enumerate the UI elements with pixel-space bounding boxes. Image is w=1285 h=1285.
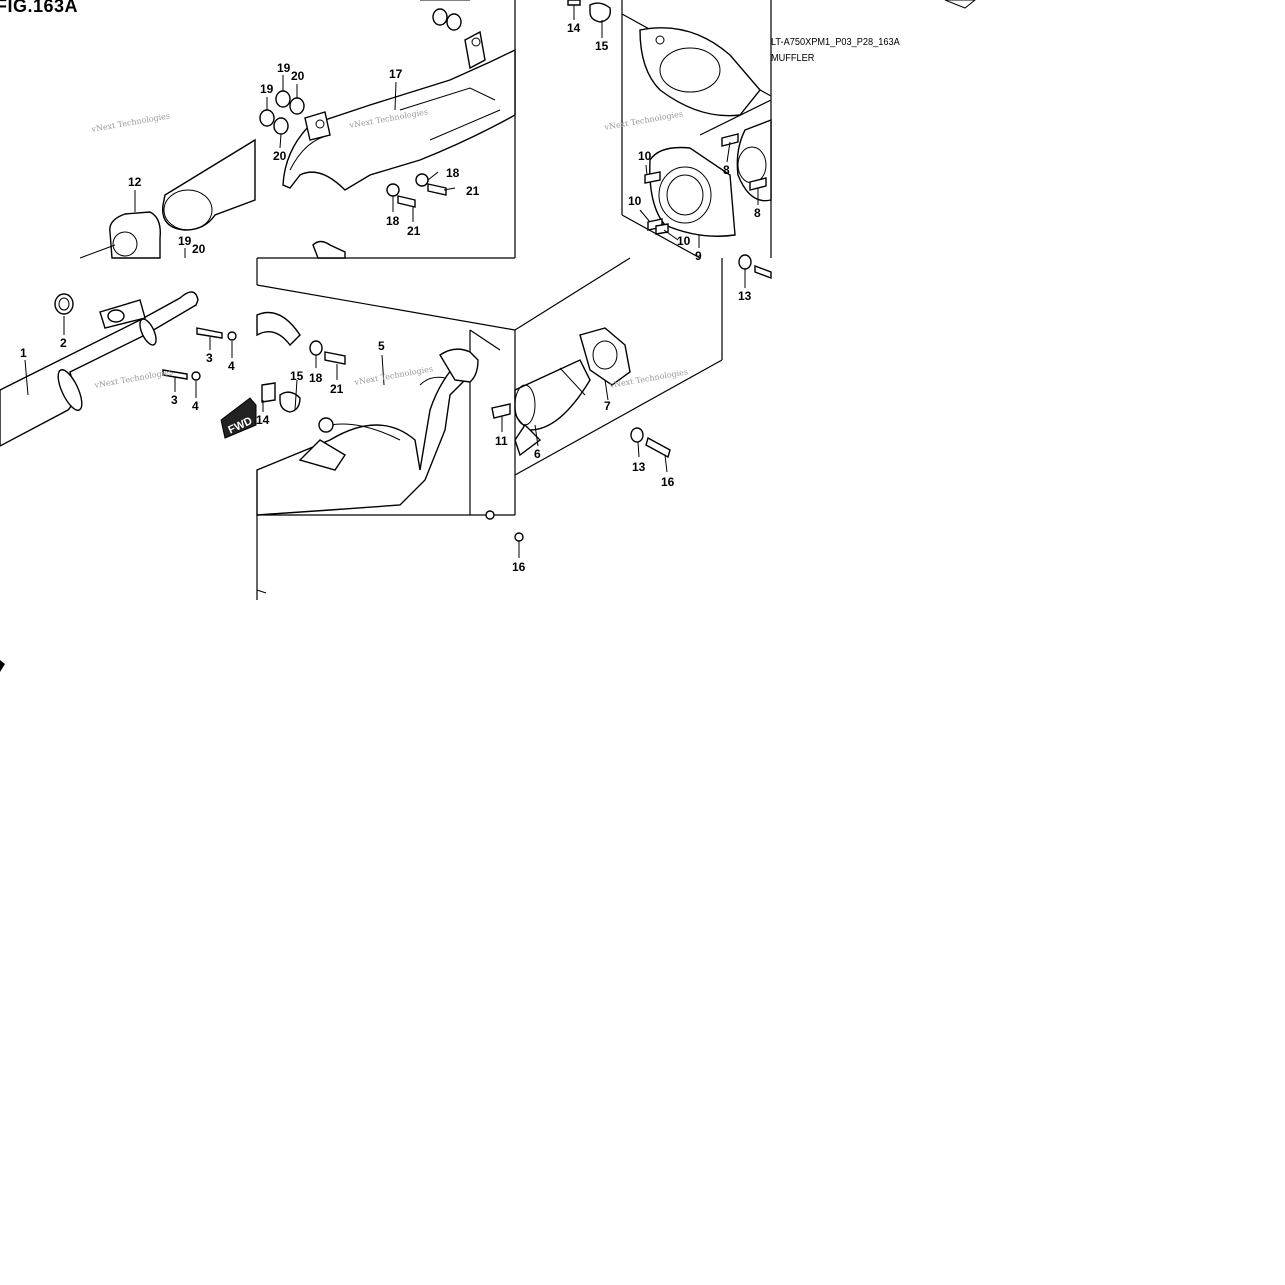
callout-8: 8	[754, 206, 761, 220]
callout-3: 3	[206, 351, 213, 365]
spark-arrester-group	[79, 138, 256, 259]
callout-20: 20	[192, 242, 206, 256]
callout-18: 18	[386, 214, 400, 228]
callout-14: 14	[567, 21, 581, 35]
callout-10: 10	[638, 149, 652, 163]
callout-2: 2	[60, 336, 67, 350]
bushing-washer-set-upper	[259, 8, 462, 259]
callout-3: 3	[171, 393, 178, 407]
leader-lines	[24, 5, 759, 558]
callout-6: 6	[534, 447, 541, 461]
callout-10: 10	[628, 194, 642, 208]
corner-mark	[0, 660, 5, 672]
tail-pipe-group	[0, 291, 237, 447]
muffler-end-cap-group	[567, 0, 976, 280]
drawing-code: LT-A750XPM1_P03_P28_163A	[771, 37, 900, 48]
callout-19: 19	[277, 61, 291, 75]
fwd-direction-tag: FWD	[220, 397, 257, 439]
diagram-title: MUFFLER	[771, 53, 815, 64]
callout-20: 20	[273, 149, 287, 163]
callout-20: 20	[291, 69, 305, 83]
callout-19: 19	[260, 82, 274, 96]
callout-21: 21	[466, 184, 480, 198]
watermark-text: vNext Technologies	[90, 111, 171, 134]
callout-16: 16	[661, 475, 675, 489]
callout-15: 15	[290, 369, 304, 383]
callout-18: 18	[446, 166, 460, 180]
callout-15: 15	[595, 39, 609, 53]
callout-8: 8	[723, 163, 730, 177]
figure-number: FIG.163A	[0, 0, 79, 16]
callout-11: 11	[495, 434, 508, 448]
callout-4: 4	[228, 359, 235, 373]
callout-13: 13	[632, 460, 646, 474]
callout-18: 18	[309, 371, 323, 385]
callout-9: 9	[695, 249, 702, 263]
callout-21: 21	[407, 224, 421, 238]
watermark-text: vNext Technologies	[603, 109, 684, 132]
callout-1: 1	[20, 346, 27, 360]
callout-14: 14	[256, 413, 270, 427]
callout-21: 21	[330, 382, 344, 396]
callout-13: 13	[738, 289, 752, 303]
callout-17: 17	[389, 67, 403, 81]
callout-16: 16	[512, 560, 526, 574]
catalyst-gasket-group	[491, 327, 671, 542]
callout-5: 5	[378, 339, 385, 353]
callout-labels: 1 2 3 3 4 4 5 6 7 8 8 9 10 10 10 11 12 1…	[20, 21, 761, 574]
exhaust-pipe-group	[256, 311, 495, 594]
callout-19: 19	[178, 234, 192, 248]
callout-4: 4	[192, 399, 199, 413]
watermark-text: vNext Technologies	[93, 367, 174, 390]
heat-shield-group	[282, 0, 516, 191]
callout-12: 12	[128, 175, 142, 189]
callout-10: 10	[677, 234, 691, 248]
callout-7: 7	[604, 399, 611, 413]
